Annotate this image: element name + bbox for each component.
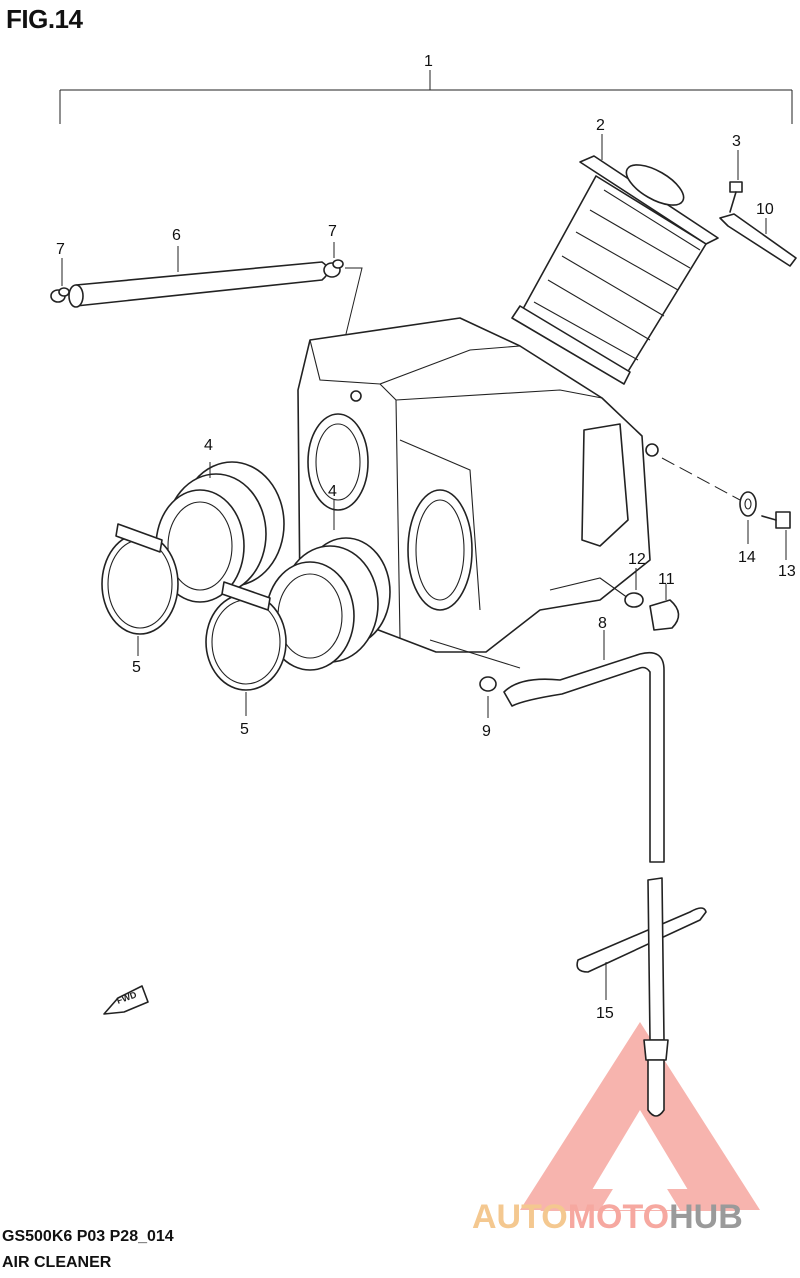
callout-1: 1 — [424, 53, 433, 70]
callouts: 1 2 3 4 4 5 5 6 7 7 8 9 10 11 12 13 14 1… — [56, 53, 796, 1022]
watermark-triangle-logo — [520, 1022, 760, 1211]
washer-14 — [739, 491, 757, 544]
figure-name: AIR CLEANER — [2, 1254, 112, 1271]
callout-3: 3 — [732, 133, 741, 150]
bolt-13 — [761, 511, 791, 560]
figure-title: FIG.14 — [6, 4, 83, 34]
watermark-part3: HUB — [669, 1198, 743, 1236]
callout-12: 12 — [628, 551, 646, 568]
callout-13: 13 — [778, 563, 796, 580]
callout-8: 8 — [598, 615, 607, 632]
clamp-right — [323, 242, 363, 401]
fwd-arrow-icon: FWD — [103, 985, 149, 1015]
callout-5-upper: 5 — [132, 659, 141, 676]
clip-12 — [624, 568, 644, 608]
callout-6: 6 — [172, 227, 181, 244]
drain-plug-11 — [649, 584, 680, 631]
intake-boot-lower — [265, 500, 391, 671]
filter-element — [511, 134, 719, 385]
watermark-text: AUTOMOTOHUB — [472, 1198, 743, 1236]
drain-tube-lower — [643, 877, 669, 1117]
figure-code: GS500K6 P03 P28_014 — [2, 1228, 174, 1245]
callout-7-left: 7 — [56, 241, 65, 258]
callout-2: 2 — [596, 117, 605, 134]
svg-text:AUTOMOTOHUB: AUTOMOTOHUB — [472, 1198, 743, 1236]
hose-clamp-upper — [101, 523, 179, 656]
drain-hose-8 — [503, 630, 665, 863]
callout-11: 11 — [658, 571, 675, 588]
callout-15: 15 — [596, 1005, 614, 1022]
hose-clamp-lower — [205, 581, 287, 716]
watermark-part1: AUTO — [472, 1198, 568, 1236]
hose-bracket-15 — [576, 907, 707, 1000]
breather-pipe — [68, 246, 329, 308]
clamp-left — [50, 258, 70, 303]
callout-4-upper: 4 — [204, 437, 213, 454]
callout-14: 14 — [738, 549, 756, 566]
callout-7-right: 7 — [328, 223, 337, 240]
watermark-part2: MOTO — [568, 1198, 669, 1236]
callout-5-lower: 5 — [240, 721, 249, 738]
callout-10: 10 — [756, 201, 774, 218]
plate-10 — [719, 213, 797, 267]
callout-4-lower: 4 — [328, 483, 337, 500]
assembly-bracket — [59, 70, 793, 124]
clip-9 — [479, 676, 497, 718]
bolt-3 — [729, 150, 743, 213]
callout-9: 9 — [482, 723, 491, 740]
